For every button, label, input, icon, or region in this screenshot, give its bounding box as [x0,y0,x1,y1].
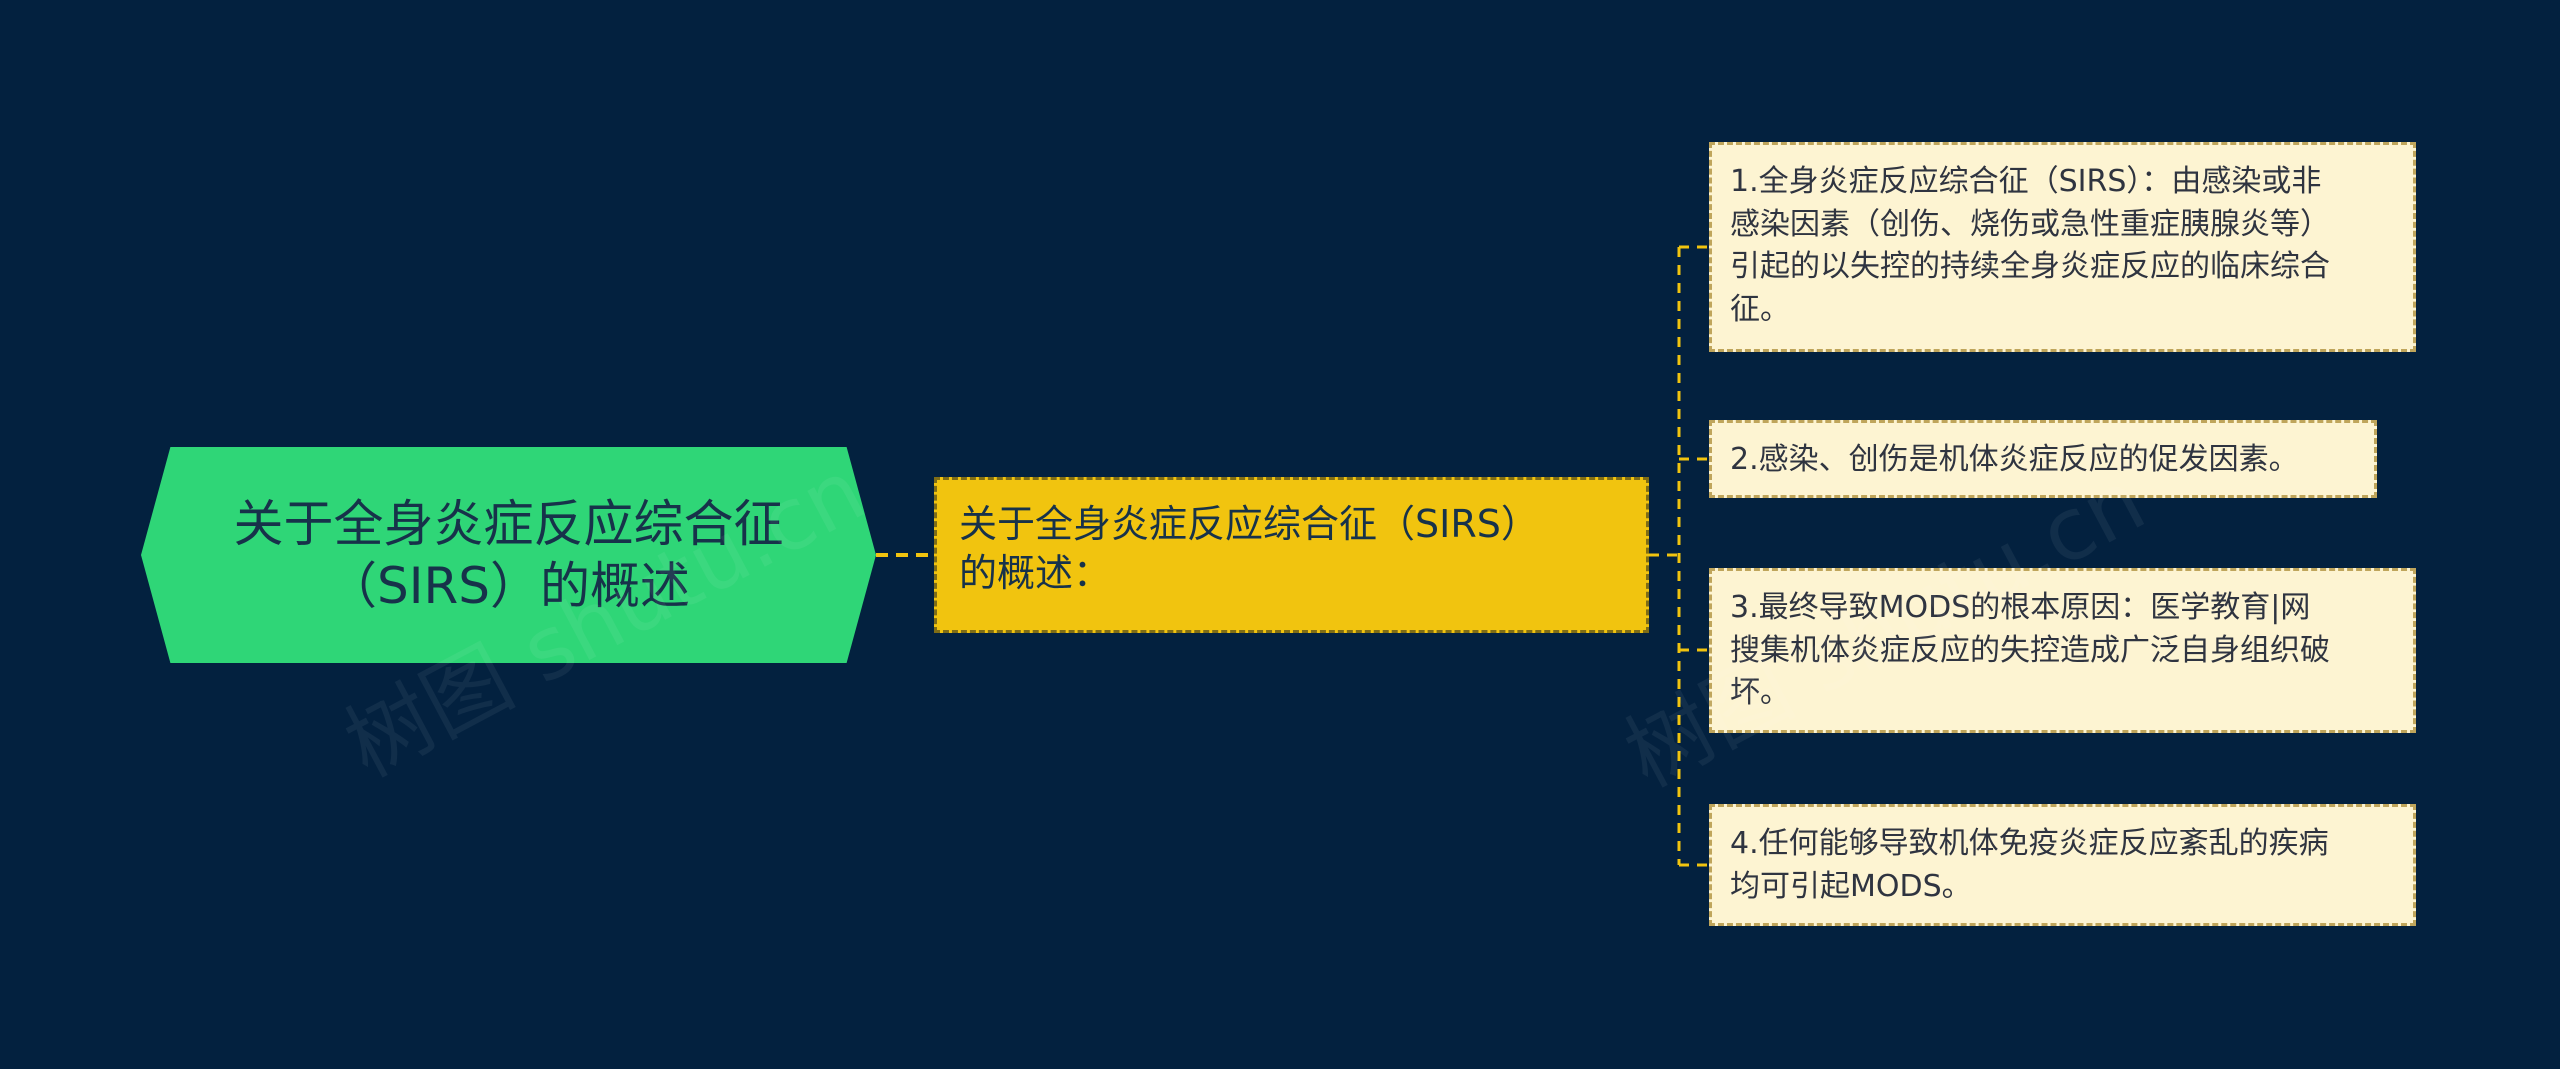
main-topic-node[interactable]: 关于全身炎症反应综合征（SIRS） 的概述： [934,477,1649,633]
detail-node-3[interactable]: 3.最终导致MODS的根本原因：医学教育|网 搜集机体炎症反应的失控造成广泛自身… [1709,568,2416,733]
detail-node-2[interactable]: 2.感染、创伤是机体炎症反应的促发因素。 [1709,420,2377,498]
detail-text-2: 2.感染、创伤是机体炎症反应的促发因素。 [1730,442,2299,477]
root-topic-node[interactable]: 关于全身炎症反应综合征 （SIRS）的概述 [141,447,876,663]
detail-text-1: 1.全身炎症反应综合征（SIRS）：由感染或非 感染因素（创伤、烧伤或急性重症胰… [1730,164,2330,327]
detail-node-1[interactable]: 1.全身炎症反应综合征（SIRS）：由感染或非 感染因素（创伤、烧伤或急性重症胰… [1709,142,2416,352]
detail-node-4[interactable]: 4.任何能够导致机体免疫炎症反应紊乱的疾病 均可引起MODS。 [1709,804,2416,926]
detail-text-4: 4.任何能够导致机体免疫炎症反应紊乱的疾病 均可引起MODS。 [1730,826,2329,904]
main-topic-label: 关于全身炎症反应综合征（SIRS） 的概述： [959,502,1539,595]
detail-text-3: 3.最终导致MODS的根本原因：医学教育|网 搜集机体炎症反应的失控造成广泛自身… [1730,590,2330,711]
root-topic-title: 关于全身炎症反应综合征 （SIRS）的概述 [233,494,784,616]
